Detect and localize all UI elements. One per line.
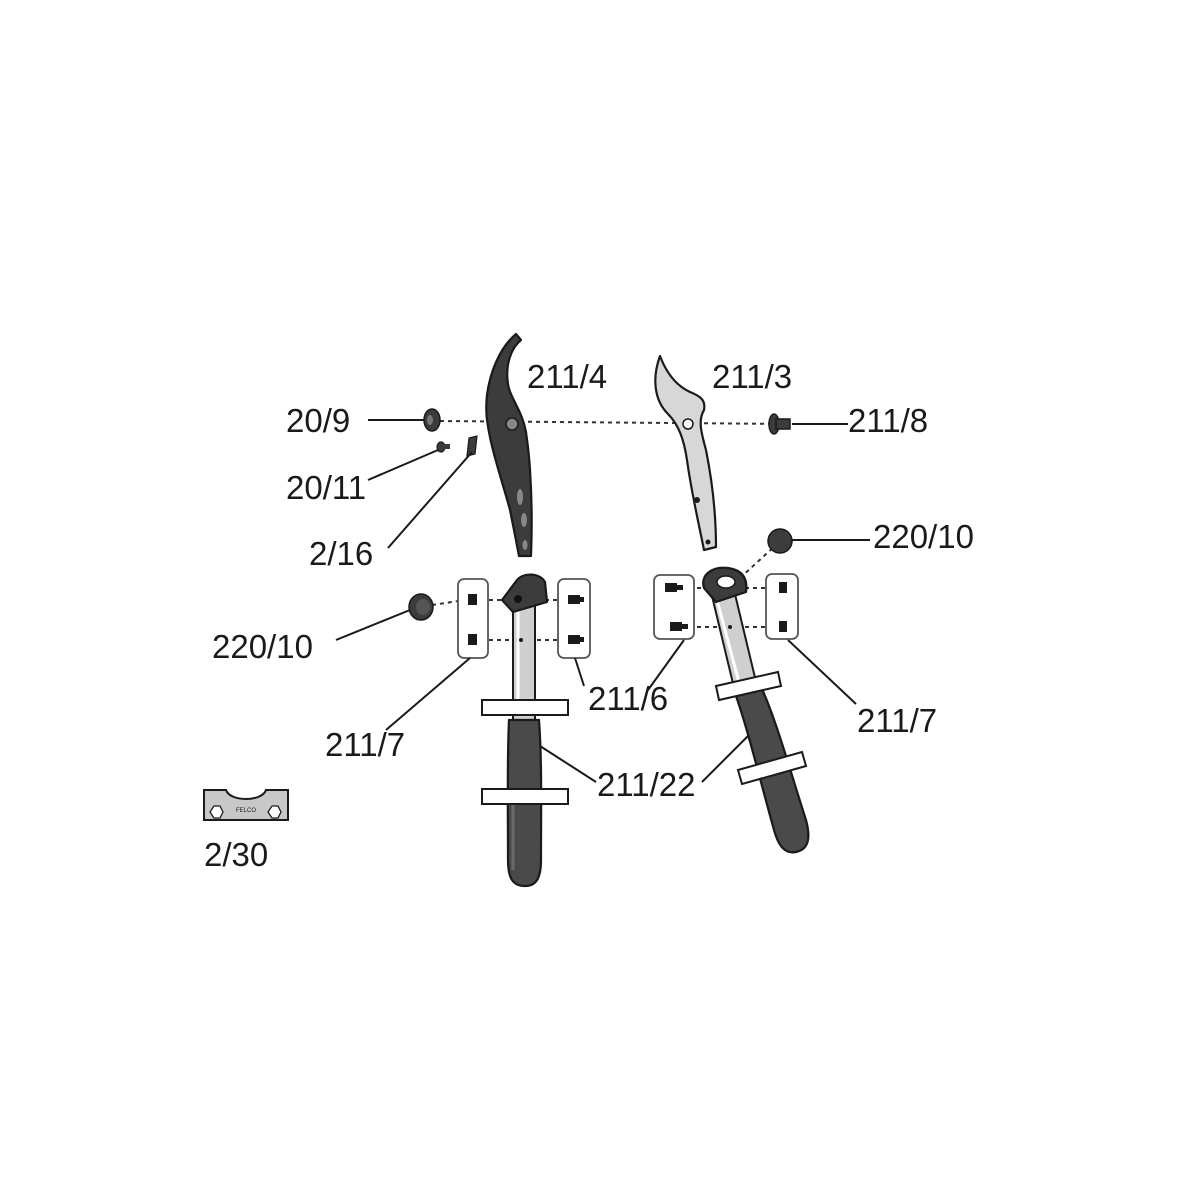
label-20-11: 20/11 (286, 469, 366, 506)
label-211-6: 211/6 (588, 680, 668, 717)
bolt-211-8 (768, 413, 791, 435)
label-211-22: 211/22 (597, 766, 695, 803)
end-cap-left-220-10 (408, 593, 434, 621)
label-211-4: 211/4 (527, 358, 607, 395)
screw-20-11 (436, 441, 450, 453)
key-logo: FELCO (236, 808, 256, 814)
anvil-blade-211-4 (485, 332, 533, 558)
left-handle-cut-marks (481, 699, 569, 805)
screw-bracket-left-211-7 (457, 578, 489, 659)
label-2-16: 2/16 (309, 535, 373, 572)
screw-bracket-right-left-211-6 (653, 574, 695, 640)
label-2-30: 2/30 (204, 836, 268, 873)
label-211-3: 211/3 (712, 358, 792, 395)
label-220-10-right: 220/10 (873, 518, 974, 555)
key-2-30: FELCO (203, 789, 289, 821)
left-handle (500, 573, 549, 888)
cutting-blade-211-3 (654, 354, 718, 552)
screw-bracket-right-211-7 (765, 573, 799, 640)
nut-20-9 (423, 408, 441, 432)
leader-lines (335, 419, 870, 783)
label-211-7-right: 211/7 (857, 702, 937, 739)
label-20-9: 20/9 (286, 402, 350, 439)
label-220-10-left: 220/10 (212, 628, 313, 665)
right-handle-cut-marks (714, 670, 808, 786)
screw-bracket-center-211-6 (557, 578, 591, 659)
label-211-7-left: 211/7 (325, 726, 405, 763)
end-cap-right-220-10 (767, 528, 793, 554)
label-211-8: 211/8 (848, 402, 928, 439)
part-labels: 211/4 211/3 20/9 211/8 20/11 2/16 220/10… (204, 358, 974, 873)
washer-2-16 (466, 435, 478, 457)
